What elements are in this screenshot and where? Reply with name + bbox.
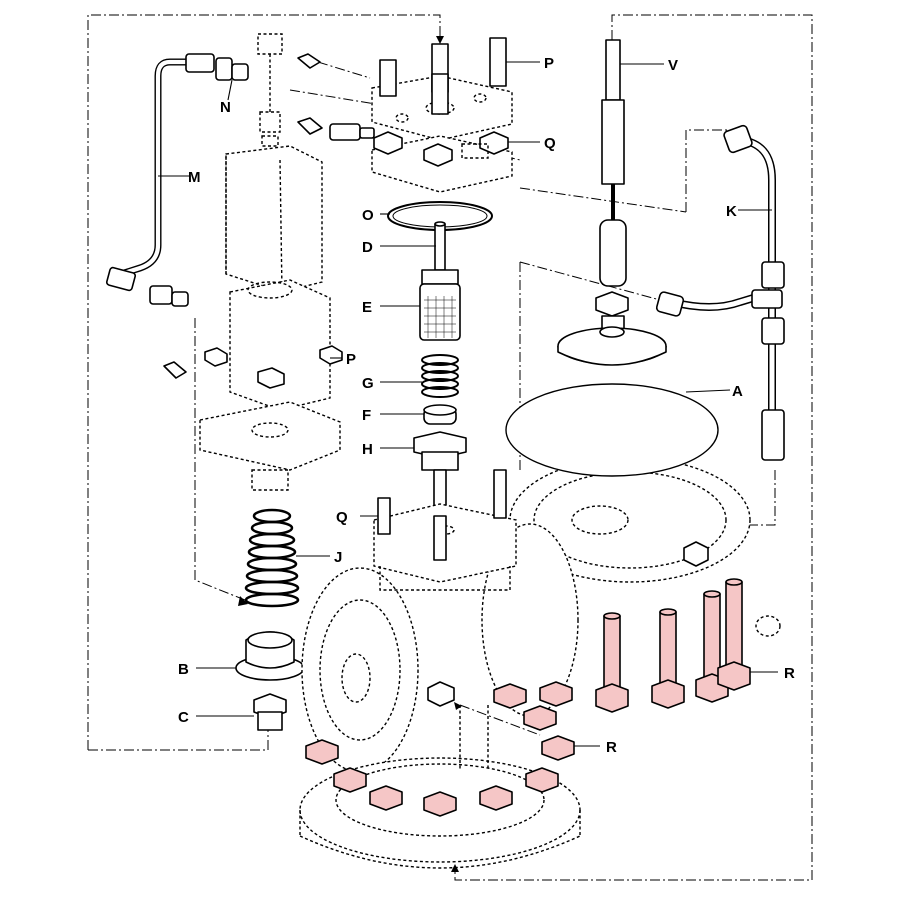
spring-j bbox=[244, 508, 300, 608]
label-a: A bbox=[732, 383, 743, 400]
bolt bbox=[651, 608, 685, 709]
tube-m bbox=[105, 53, 249, 307]
label-g: G bbox=[362, 375, 374, 392]
stem-d bbox=[434, 221, 446, 271]
label-p-top: P bbox=[544, 55, 554, 72]
pilot-housing bbox=[199, 33, 341, 491]
bolt bbox=[717, 578, 751, 691]
diaphragm-a bbox=[505, 383, 719, 477]
bolts-r bbox=[595, 578, 781, 713]
label-p-mid: P bbox=[346, 351, 356, 368]
nut bbox=[305, 739, 339, 765]
label-r-bolts: R bbox=[784, 665, 795, 682]
label-n: N bbox=[220, 99, 231, 116]
nut bbox=[539, 681, 573, 707]
nut bbox=[479, 785, 513, 811]
main-valve-body bbox=[299, 457, 751, 869]
label-q-mid: Q bbox=[336, 509, 348, 526]
label-m: M bbox=[188, 169, 201, 186]
nut bbox=[541, 735, 575, 761]
label-b: B bbox=[178, 661, 189, 678]
nut bbox=[525, 767, 559, 793]
pilot-nuts bbox=[163, 53, 375, 389]
part-labels: P Q V N M K O D E P G A F H Q J B R C R bbox=[178, 55, 795, 756]
nut bbox=[333, 767, 367, 793]
nut bbox=[493, 683, 527, 709]
label-f: F bbox=[362, 407, 371, 424]
label-e: E bbox=[362, 299, 372, 316]
leader-lines bbox=[158, 61, 778, 747]
body-h bbox=[413, 431, 467, 507]
spring-g bbox=[421, 354, 459, 398]
label-j: J bbox=[334, 549, 342, 566]
arrow-heads bbox=[238, 36, 462, 872]
stud-q-mid bbox=[377, 469, 507, 561]
nut bbox=[423, 791, 457, 817]
label-o: O bbox=[362, 207, 374, 224]
label-d: D bbox=[362, 239, 373, 256]
nuts-r bbox=[305, 681, 575, 817]
stem-v bbox=[557, 39, 667, 366]
label-c: C bbox=[178, 709, 189, 726]
body-fitting bbox=[427, 681, 455, 707]
seat-f bbox=[423, 404, 457, 425]
label-k: K bbox=[726, 203, 737, 220]
nut bbox=[523, 705, 557, 731]
label-h: H bbox=[362, 441, 373, 458]
stud-p-top bbox=[379, 37, 507, 115]
tube-k bbox=[655, 124, 785, 461]
nut-q-top bbox=[373, 131, 509, 167]
label-v: V bbox=[668, 57, 678, 74]
bolt bbox=[595, 612, 629, 713]
label-r-nuts: R bbox=[606, 739, 617, 756]
plug-c bbox=[253, 693, 287, 731]
nut bbox=[369, 785, 403, 811]
strainer-e bbox=[419, 269, 461, 341]
label-q-top: Q bbox=[544, 135, 556, 152]
spring-plate-b bbox=[235, 631, 305, 681]
